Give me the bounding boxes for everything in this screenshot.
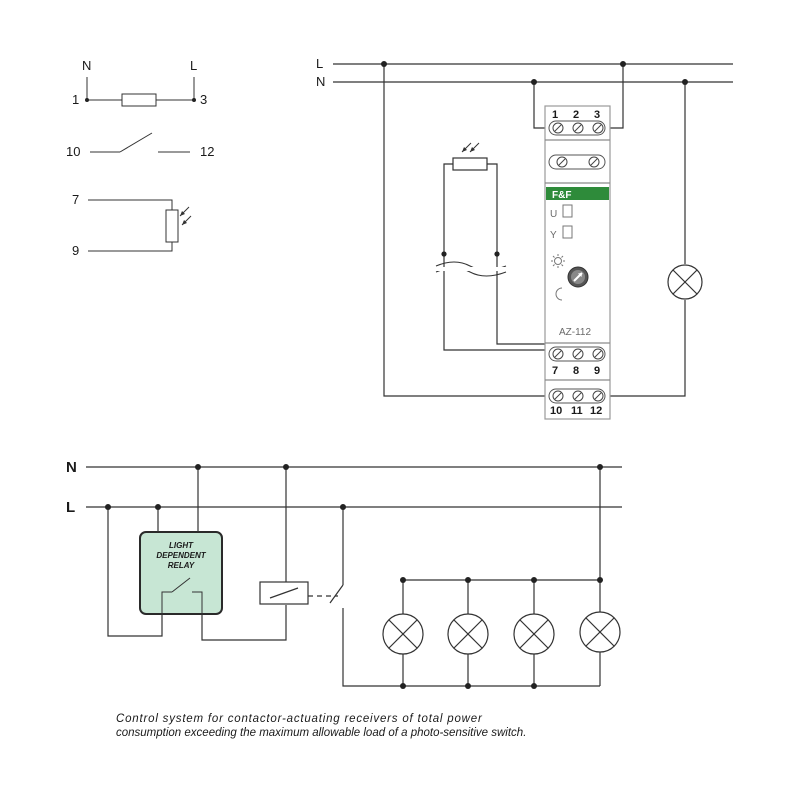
terminal-8: 8 bbox=[573, 365, 579, 377]
terminal-9: 9 bbox=[594, 365, 600, 377]
az112-device: 1 2 3 F&F U Y bbox=[544, 105, 611, 420]
sun-icon bbox=[551, 254, 565, 268]
terminal-7: 7 bbox=[552, 365, 558, 377]
contactor-contact-icon bbox=[329, 584, 344, 604]
screw-terminals-top bbox=[548, 120, 606, 136]
legend-coil: N L 1 3 bbox=[72, 58, 207, 107]
caption-line-1: Control system for contactor-actuating r… bbox=[116, 713, 483, 725]
coil-icon bbox=[121, 93, 157, 107]
brand-logo bbox=[546, 187, 609, 200]
lamp-2 bbox=[447, 577, 489, 689]
terminal-12: 12 bbox=[590, 405, 602, 417]
device-model: AZ-112 bbox=[559, 327, 591, 338]
bus-n-label: N bbox=[316, 74, 325, 89]
relay-label-line3: RELAY bbox=[168, 561, 195, 570]
bus-l-label: L bbox=[316, 56, 323, 71]
terminal-10: 10 bbox=[550, 405, 562, 417]
contactor-coil-icon bbox=[259, 581, 309, 605]
caption: Control system for contactor-actuating r… bbox=[116, 713, 526, 739]
legend-contact: 10 12 bbox=[66, 132, 214, 159]
led-u-label: U bbox=[550, 209, 557, 220]
legend-n-label: N bbox=[82, 58, 91, 73]
legend-terminal-3: 3 bbox=[200, 92, 207, 107]
caption-line-2: consumption exceeding the maximum allowa… bbox=[116, 727, 526, 739]
lamp-1 bbox=[382, 577, 424, 689]
terminal-3: 3 bbox=[594, 109, 600, 121]
legend-terminal-7: 7 bbox=[72, 192, 79, 207]
legend-terminal-10: 10 bbox=[66, 144, 80, 159]
sensitivity-knob[interactable] bbox=[567, 266, 589, 288]
photoresistor-icon bbox=[165, 209, 179, 243]
legend-terminal-1: 1 bbox=[72, 92, 79, 107]
screw-terminals-bottom bbox=[548, 388, 606, 404]
terminal-11: 11 bbox=[571, 405, 583, 417]
terminal-2: 2 bbox=[573, 109, 579, 121]
relay-label-line2: DEPENDENT bbox=[156, 551, 206, 560]
contactor-bus-l-label: L bbox=[66, 499, 75, 516]
moon-icon bbox=[555, 287, 563, 301]
lamp-icon bbox=[667, 264, 703, 300]
legend-sensor: 7 9 bbox=[72, 192, 192, 258]
screw-terminals-mid bbox=[548, 346, 606, 362]
device-wiring: L N bbox=[316, 56, 733, 420]
terminal-1: 1 bbox=[552, 109, 558, 121]
photoresistor-icon bbox=[452, 157, 488, 171]
lamp-3 bbox=[513, 577, 555, 689]
lamp-4 bbox=[579, 611, 621, 686]
relay-label-line1: LIGHT bbox=[169, 541, 194, 550]
legend-terminal-9: 9 bbox=[72, 243, 79, 258]
relay-contact-icon bbox=[171, 577, 191, 593]
screw-terminals-upper bbox=[548, 154, 606, 170]
led-power-icon bbox=[562, 204, 573, 218]
brand-text: F&F bbox=[552, 190, 571, 201]
led-relay-icon bbox=[562, 225, 573, 239]
led-relay-label: Y bbox=[550, 230, 557, 241]
contactor-bus-n-label: N bbox=[66, 459, 77, 476]
contactor-diagram: N L LIGHT DEPENDENT RELAY bbox=[66, 459, 622, 689]
legend-terminal-12: 12 bbox=[200, 144, 214, 159]
switch-contact-icon bbox=[119, 132, 153, 153]
legend-l-label: L bbox=[190, 58, 197, 73]
